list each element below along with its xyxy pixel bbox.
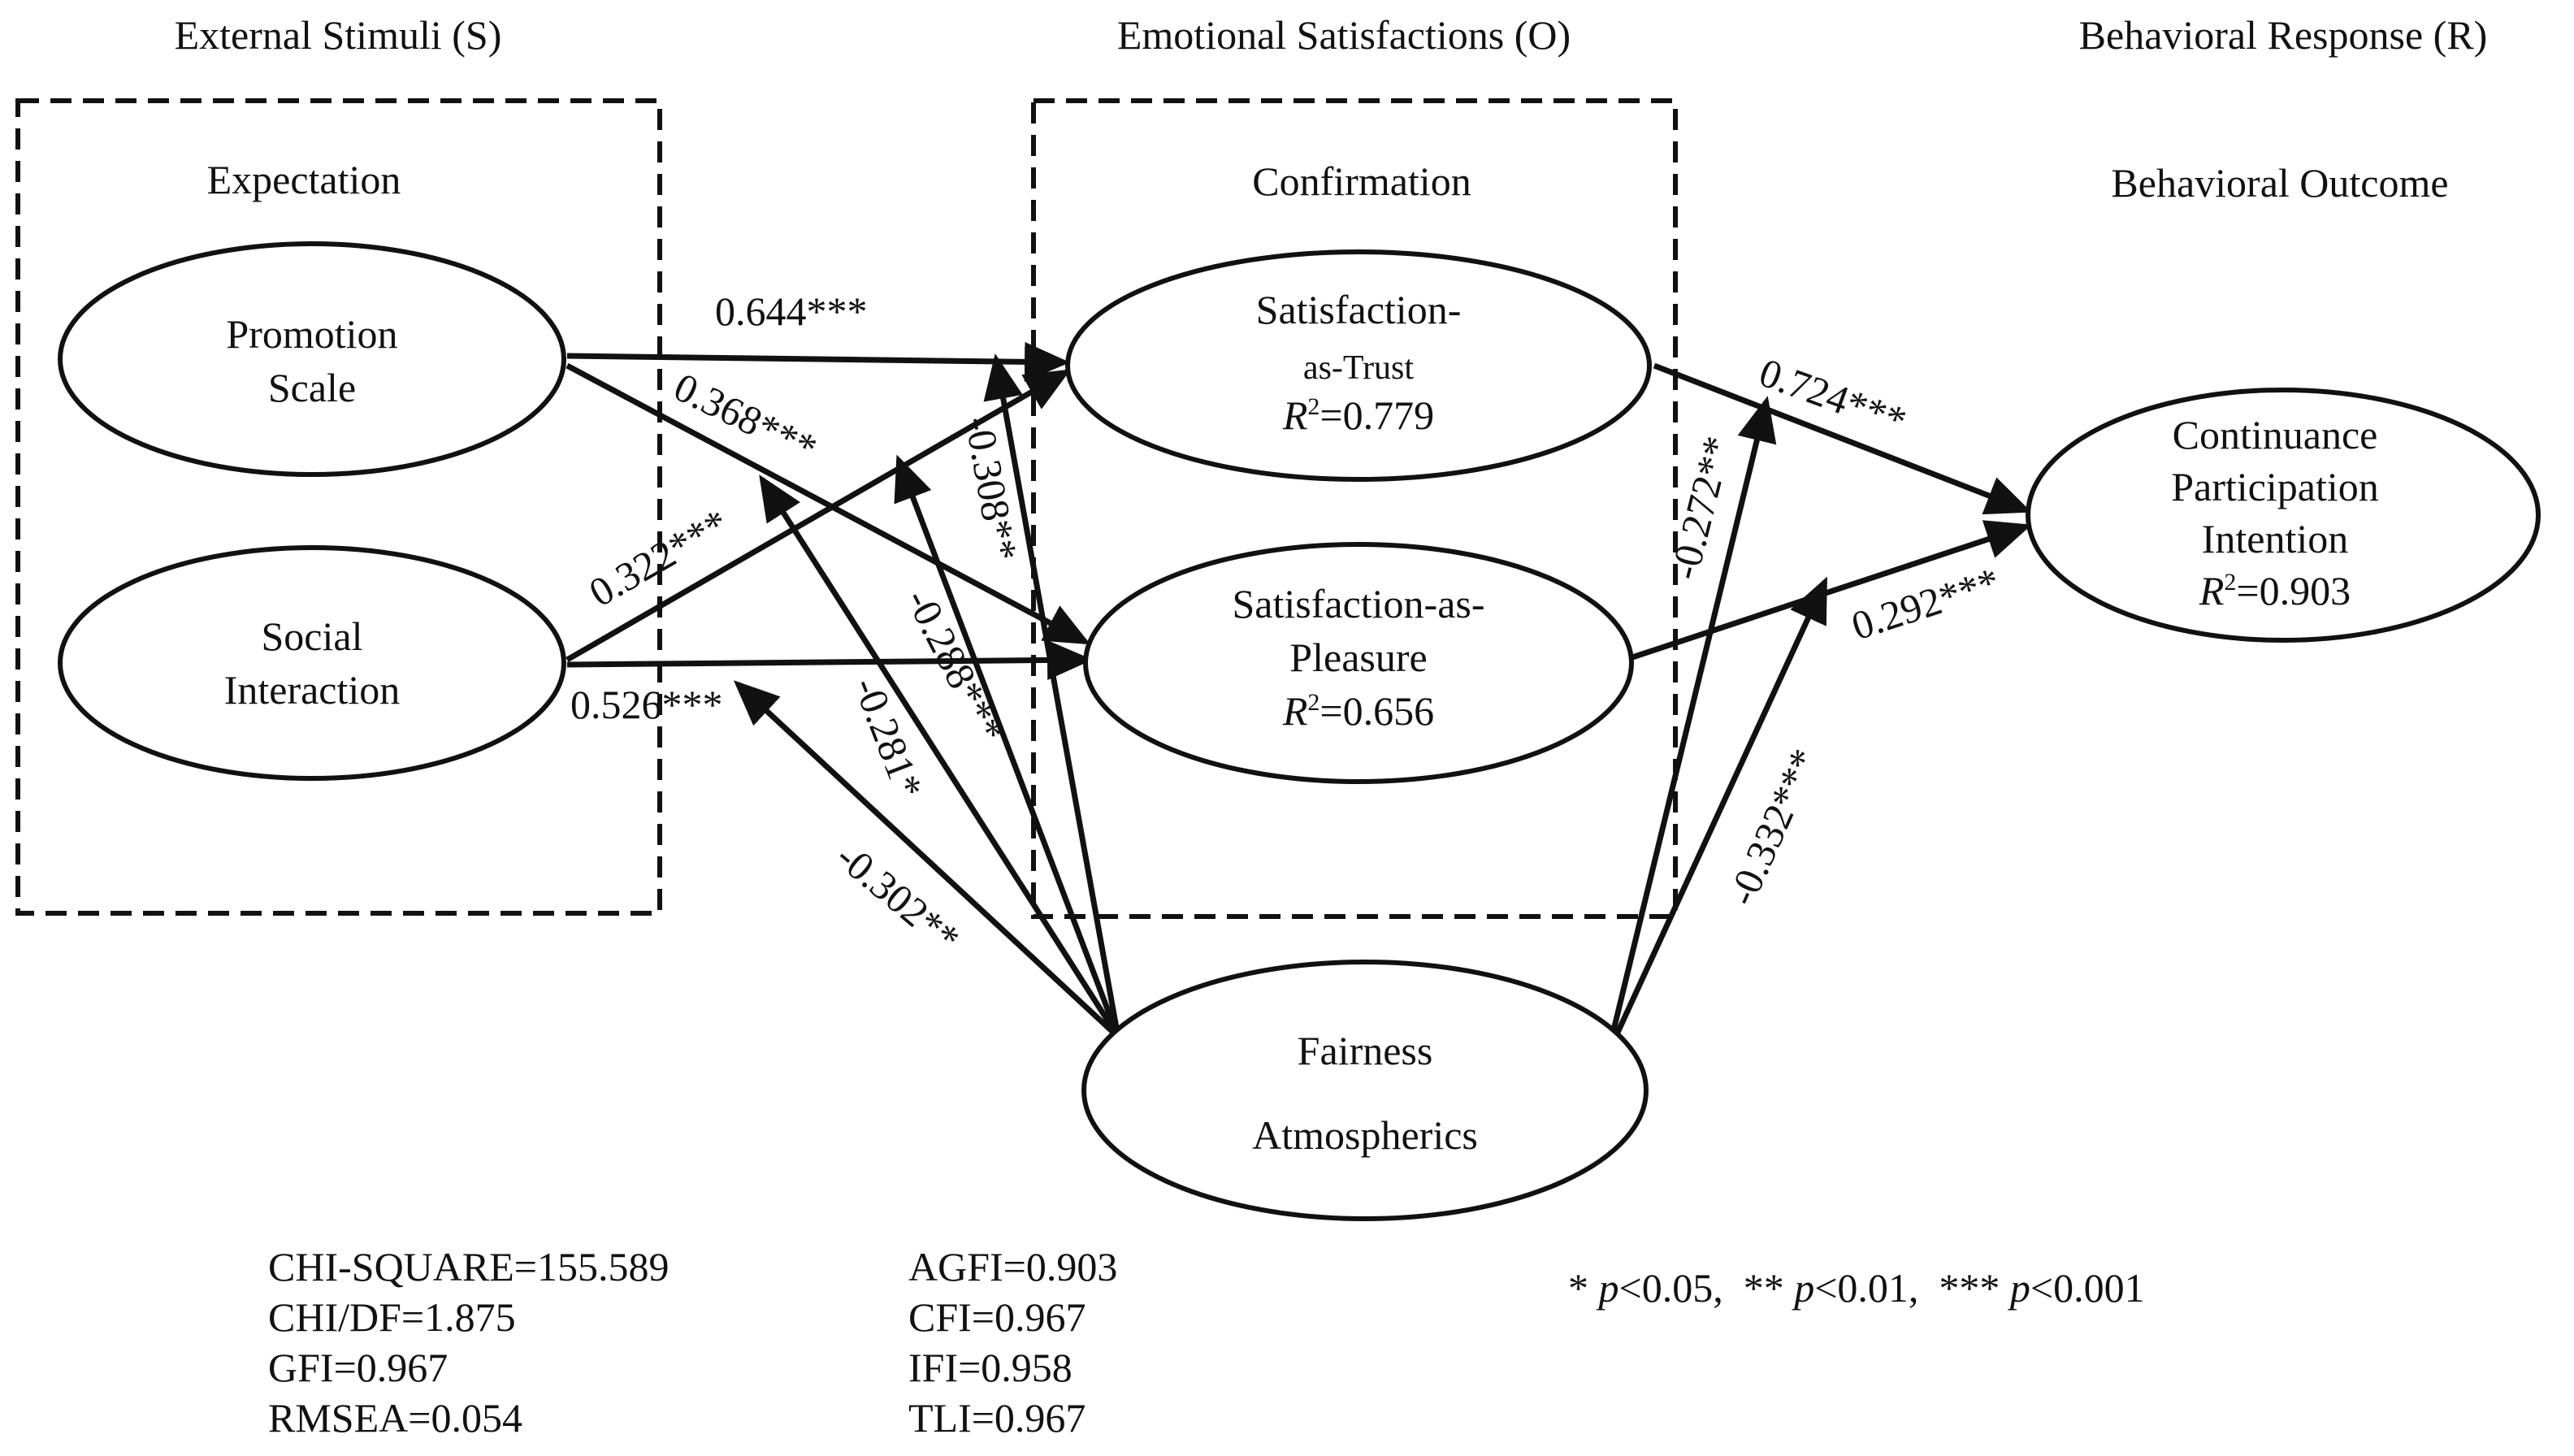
arrow-promotion-to-pleasure <box>566 362 1091 645</box>
expectation-group-box <box>15 98 662 916</box>
header-external-stimuli: External Stimuli (S) <box>175 12 502 58</box>
arrow-fairness-to-continuance <box>1609 576 1828 1046</box>
significance-legend: * p<0.05, ** p<0.01, *** p<0.001 <box>1568 1265 2145 1311</box>
fit-stat: CHI/DF=1.875 <box>268 1294 516 1340</box>
fairness-atmospherics-ellipse <box>1081 960 1649 1221</box>
coef-fairness-social: -0.302** <box>828 834 968 962</box>
fairness-label-line1: Fairness <box>1298 1028 1433 1073</box>
trust-r-squared: R2=0.779 <box>1282 392 1434 438</box>
social-label-line1: Social <box>262 613 363 659</box>
arrow-social-to-pleasure <box>566 639 1093 680</box>
header-emotional-satisfactions: Emotional Satisfactions (O) <box>1117 12 1571 58</box>
fit-stat: RMSEA=0.054 <box>268 1395 522 1441</box>
continuance-label-line2: Participation <box>2171 464 2379 509</box>
pleasure-label-line2: Pleasure <box>1289 635 1427 680</box>
coef-pleasure-continuance: 0.292*** <box>1846 558 2005 648</box>
trust-label-line2: as-Trust <box>1303 349 1414 387</box>
coef-fairness-pleasure: -0.281* <box>845 671 933 804</box>
promotion-label-line2: Scale <box>268 365 356 410</box>
continuance-r-squared: R2=0.903 <box>2199 568 2351 613</box>
fit-stat: CHI-SQUARE=155.589 <box>268 1244 669 1289</box>
coef-promotion-trust: 0.644*** <box>715 288 868 334</box>
group-title-confirmation: Confirmation <box>1252 158 1471 204</box>
coef-social-pleasure: 0.526*** <box>570 682 723 727</box>
coef-fairness-trust: -0.308** <box>956 413 1026 564</box>
promotion-scale-ellipse <box>58 241 566 477</box>
continuance-intention-ellipse <box>2026 388 2541 643</box>
fit-stat: AGFI=0.903 <box>908 1244 1117 1289</box>
fit-stat: CFI=0.967 <box>908 1294 1086 1340</box>
fit-stat: GFI=0.967 <box>268 1345 448 1390</box>
continuance-label-line1: Continuance <box>2173 412 2378 457</box>
arrow-trust-to-continuance <box>1653 362 2032 515</box>
arrow-fairness-to-promotion <box>759 474 1120 1038</box>
pleasure-r-squared: R2=0.656 <box>1282 688 1434 734</box>
arrow-fairness-to-trust <box>983 353 1121 1038</box>
fairness-label-line2: Atmospherics <box>1252 1112 1478 1158</box>
arrow-social-to-trust <box>566 369 1072 663</box>
continuance-label-line3: Intention <box>2202 516 2349 561</box>
header-behavioral-response: Behavioral Response (R) <box>2079 12 2488 58</box>
social-interaction-ellipse <box>58 545 566 781</box>
arrow-fairness-to-trust-continuance-path <box>1609 396 1777 1038</box>
group-title-behavioral-outcome: Behavioral Outcome <box>2111 160 2448 206</box>
confirmation-group-box <box>1031 98 1678 919</box>
social-label-line2: Interaction <box>224 667 401 713</box>
fit-statistics-right: AGFI=0.903 CFI=0.967 IFI=0.958 TLI=0.967 <box>908 1244 1117 1441</box>
arrow-promotion-to-trust <box>566 341 1070 382</box>
arrow-fairness-to-social <box>733 680 1120 1039</box>
pleasure-label-line1: Satisfaction-as- <box>1232 581 1484 626</box>
satisfaction-trust-ellipse <box>1065 249 1652 482</box>
satisfaction-pleasure-ellipse <box>1083 542 1634 784</box>
group-title-expectation: Expectation <box>207 157 401 202</box>
fit-statistics-left: CHI-SQUARE=155.589 CHI/DF=1.875 GFI=0.96… <box>268 1244 669 1441</box>
coef-promotion-pleasure: 0.368*** <box>667 364 824 472</box>
fit-stat: IFI=0.958 <box>908 1345 1072 1390</box>
promotion-label-line1: Promotion <box>226 311 397 357</box>
fit-stat: TLI=0.967 <box>908 1395 1086 1441</box>
arrow-fairness-to-pleasure <box>894 454 1121 1038</box>
coef-trust-continuance: 0.724*** <box>1753 349 1912 444</box>
coef-fairness-continuance: -0.332*** <box>1718 742 1827 912</box>
trust-label-line1: Satisfaction- <box>1256 287 1462 332</box>
